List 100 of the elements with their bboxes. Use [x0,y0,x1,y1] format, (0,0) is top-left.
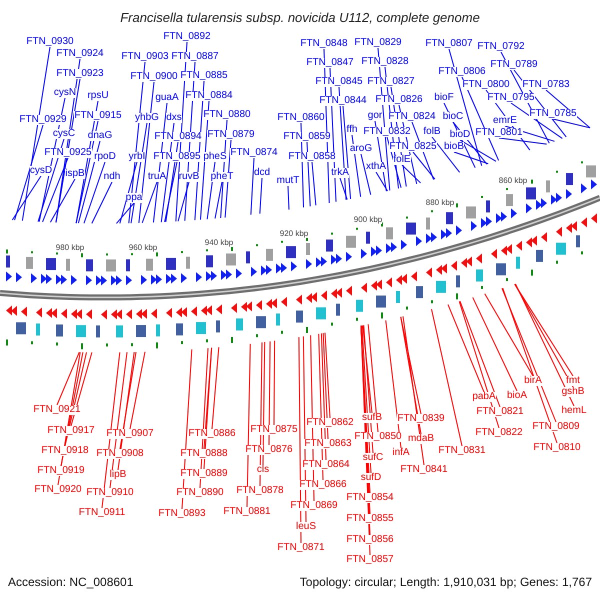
gene-label: bioD [450,130,470,140]
leader-line [312,162,316,206]
leader-line [214,182,222,219]
gene-label: FTN_0862 [306,418,354,428]
leader-line [250,158,254,216]
leader-line [128,62,146,224]
leader-line [84,162,106,224]
leader-line [448,48,482,166]
gene-label: infA [392,448,410,458]
accession-label: Accession: NC_008601 [8,576,134,588]
tick-label: 880 kbp [426,198,454,207]
gene-label: FTN_0907 [106,429,154,439]
gene-label: FTN_0923 [56,69,104,79]
leader-line [515,283,574,406]
gene-label: FTN_0809 [532,422,580,432]
gene-label: bioF [434,93,454,103]
gene-label: FTN_0821 [476,407,524,417]
leader-line [119,162,138,224]
gene-label: yrbI [128,152,146,162]
leader-line [224,140,232,218]
gene-label: FTN_0839 [397,414,445,424]
leader-line [342,106,352,200]
leader-line [552,118,590,128]
gene-label: FTN_0827 [367,77,415,87]
gene-label: FTN_0857 [346,555,394,565]
leader-line [178,182,190,222]
leader-line [454,152,489,164]
leader-line [324,332,330,418]
gene-label: FTN_0783 [522,80,570,90]
gene-label: FTN_0850 [354,432,402,442]
gene-label: gor [368,111,382,121]
gene-label: FTN_0806 [438,67,486,77]
gene-label: cysC [52,129,76,139]
gene-label: sufC [362,453,384,463]
leader-line [352,134,362,198]
gene-label: guaA [155,93,179,103]
gene-label: FTN_0826 [375,95,423,105]
leader-line [432,136,460,173]
gene-label: FTN_0880 [203,110,251,120]
gene-label: FTN_0930 [26,37,74,47]
gene-label: FTN_0890 [176,488,224,498]
gene-label: FTN_0855 [346,514,394,524]
gene-label: FTN_0919 [37,466,85,476]
gene-label: cysD [30,166,52,176]
gene-label: FTN_0917 [47,426,95,436]
gene-label: FTN_0875 [250,425,298,435]
gene-label: FTN_0844 [319,96,367,106]
gene-label: FTN_0792 [477,42,525,52]
gene-label: FTN_0854 [346,493,394,503]
leader-line [12,176,42,220]
gene-label: FTN_0929 [19,115,67,125]
gene-label: FTN_0859 [283,132,331,142]
leader-line [38,138,64,222]
gene-label: FTN_0893 [158,509,206,519]
gene-label: ppa [126,193,142,203]
leader-line [42,158,68,222]
gene-label: gshB [562,387,584,397]
gene-label: FTN_0864 [302,460,350,470]
gene-label: FTN_0925 [44,148,92,158]
gene-label: fmt [566,376,580,386]
leader-line [22,46,50,222]
gene-label: FTN_0800 [462,80,510,90]
gene-label: pheT [210,172,234,182]
gene-label: rpoD [94,152,116,162]
leader-line [130,122,148,224]
leader-line [400,316,422,414]
gene-label: FTN_0874 [230,148,278,158]
gene-label: FTN_0829 [354,38,402,48]
genome-title: Francisella tularensis subsp. novicida U112, complete genome [120,10,480,24]
leader-line [164,162,178,222]
gene-label: FTN_0847 [306,58,354,68]
leader-line [206,162,216,220]
leader-line [472,296,518,392]
gene-label: FTN_0795 [487,93,535,103]
gene-label: FTN_0824 [388,112,436,122]
gene-label: FTN_0845 [315,77,363,87]
leader-line [116,202,134,224]
leader-line [298,336,302,544]
tick-label: 940 kbp [204,239,234,248]
tick-label: 960 kbp [128,244,158,252]
leader-line [361,325,372,474]
leader-line [246,343,251,508]
leader-line [502,288,556,422]
leader-line [386,136,402,188]
gene-label: FTN_0825 [389,142,437,152]
gene-label: FTN_0894 [154,132,202,142]
leader-line [138,82,154,224]
gene-label: truA [148,172,166,182]
gene-label: lipB [110,470,126,480]
gene-label: FTN_0841 [400,465,448,475]
gene-label: FTN_0908 [96,449,144,459]
gene-label: FTN_0889 [180,469,228,479]
gene-label: FTN_0878 [236,486,284,496]
gene-label: FTN_0924 [56,49,104,59]
gene-label: birA [524,376,542,386]
gene-label: FTN_0785 [529,109,577,119]
gene-label: bioA [506,391,527,401]
gene-label: FTN_0831 [438,446,486,456]
leader-line [338,86,347,200]
leader-line [402,316,424,466]
